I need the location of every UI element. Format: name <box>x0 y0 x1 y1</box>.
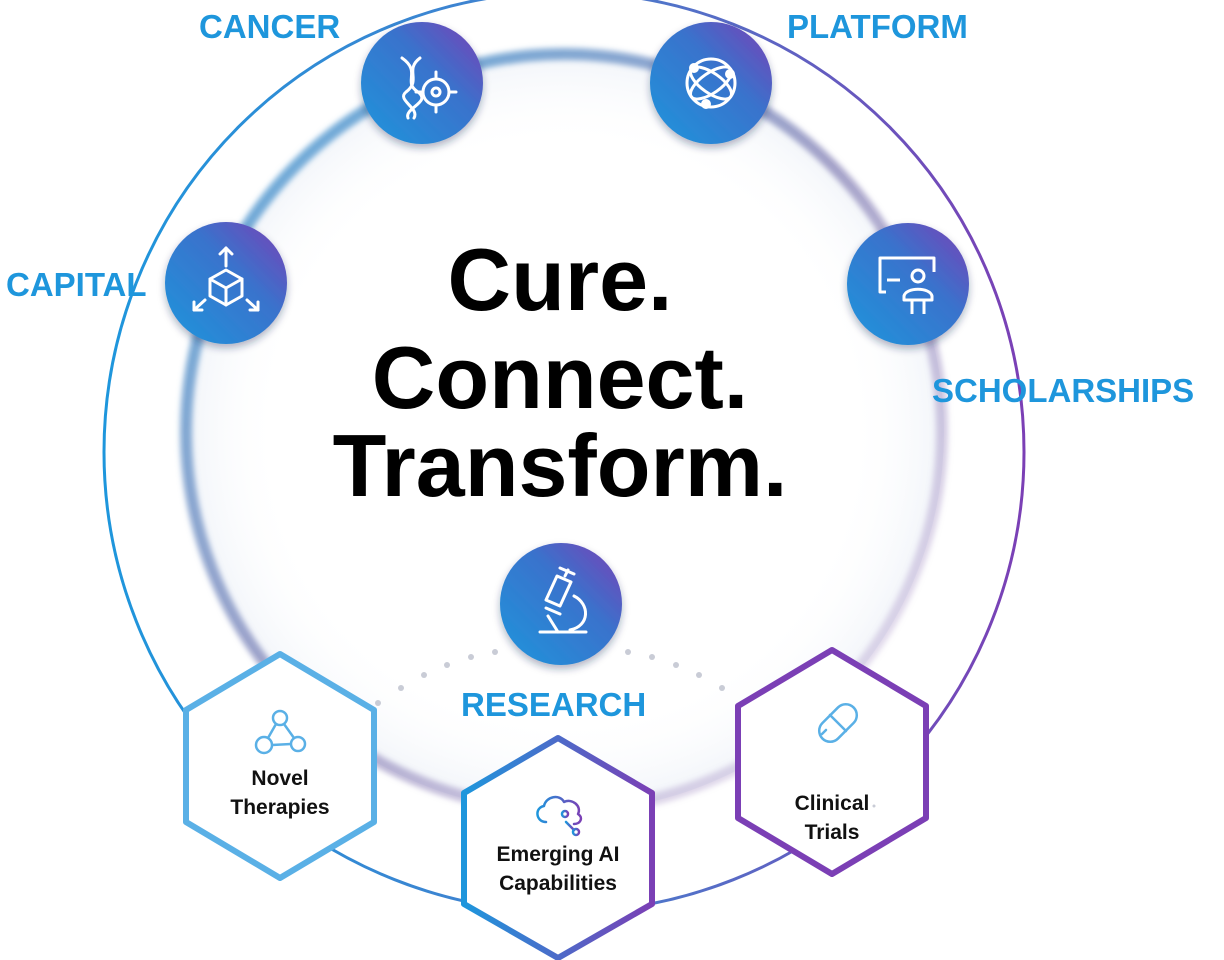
cloud-circuit-icon <box>536 795 583 837</box>
clinical-trials-line-2: Trials <box>804 821 860 844</box>
clinical-trials-label: Clinical Trials <box>752 789 912 847</box>
inner-glow <box>184 52 944 812</box>
emerging-ai-hex <box>461 735 655 960</box>
headline-line-2: Connect. <box>371 328 749 427</box>
capital-icon-badge <box>165 222 287 344</box>
novel-therapies-line-2: Therapies <box>230 796 330 819</box>
globe-network-icon <box>685 57 737 109</box>
cancer-icon-badge <box>361 22 483 144</box>
clinical-trials-line-1: Clinical <box>794 792 870 815</box>
emerging-ai-label: Emerging AI Capabilities <box>470 840 646 898</box>
emerging-ai-line-1: Emerging AI <box>496 843 620 866</box>
research-label: RESEARCH <box>461 686 647 723</box>
novel-therapies-line-1: Novel <box>251 767 309 790</box>
microscope-icon <box>538 566 588 634</box>
clinical-trials-hex <box>735 647 929 877</box>
pill-icon <box>817 702 859 744</box>
capital-label: CAPITAL <box>6 266 147 303</box>
molecule-icon <box>254 709 307 755</box>
scholarships-icon-badge <box>847 223 969 345</box>
emerging-ai-line-2: Capabilities <box>499 872 617 895</box>
novel-therapies-label: Novel Therapies <box>200 764 360 822</box>
cancer-label: CANCER <box>199 8 341 45</box>
scholarships-label: SCHOLARSHIPS <box>932 372 1195 409</box>
cube-arrows-icon <box>192 246 260 312</box>
headline-line-3: Transform. <box>332 416 788 515</box>
platform-icon-badge <box>650 22 772 144</box>
dna-target-icon <box>400 56 458 120</box>
platform-label: PLATFORM <box>787 8 968 45</box>
headline-line-1: Cure. <box>447 230 673 329</box>
novel-therapies-hex <box>183 651 377 881</box>
presenter-board-icon <box>878 256 936 314</box>
